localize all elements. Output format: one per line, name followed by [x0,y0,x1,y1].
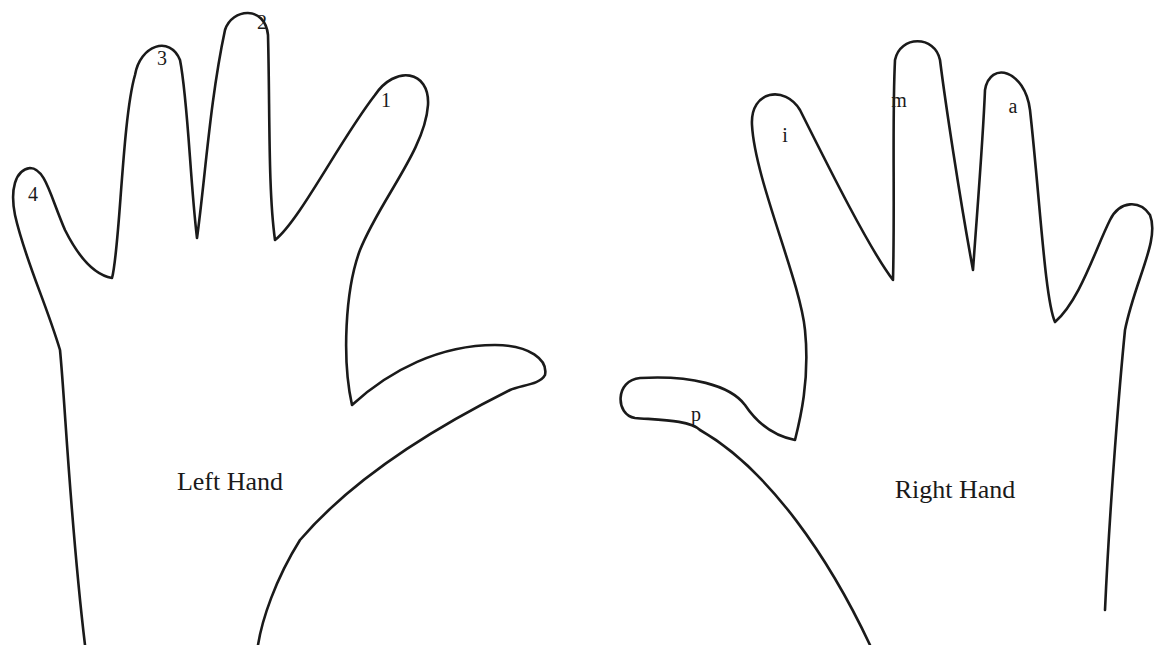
finger-label: i [782,125,788,145]
finger-label: 3 [157,48,167,68]
right-hand-outline [621,41,1153,645]
finger-label: p [691,404,701,424]
finger-label: 2 [257,12,267,32]
finger-label: 1 [381,90,391,110]
hand-label: Right Hand [895,477,1016,503]
left-hand-outline [13,13,545,645]
finger-label: a [1009,96,1018,116]
hand-label: Left Hand [177,469,283,495]
finger-label: 4 [28,184,38,204]
finger-label: m [891,90,907,110]
